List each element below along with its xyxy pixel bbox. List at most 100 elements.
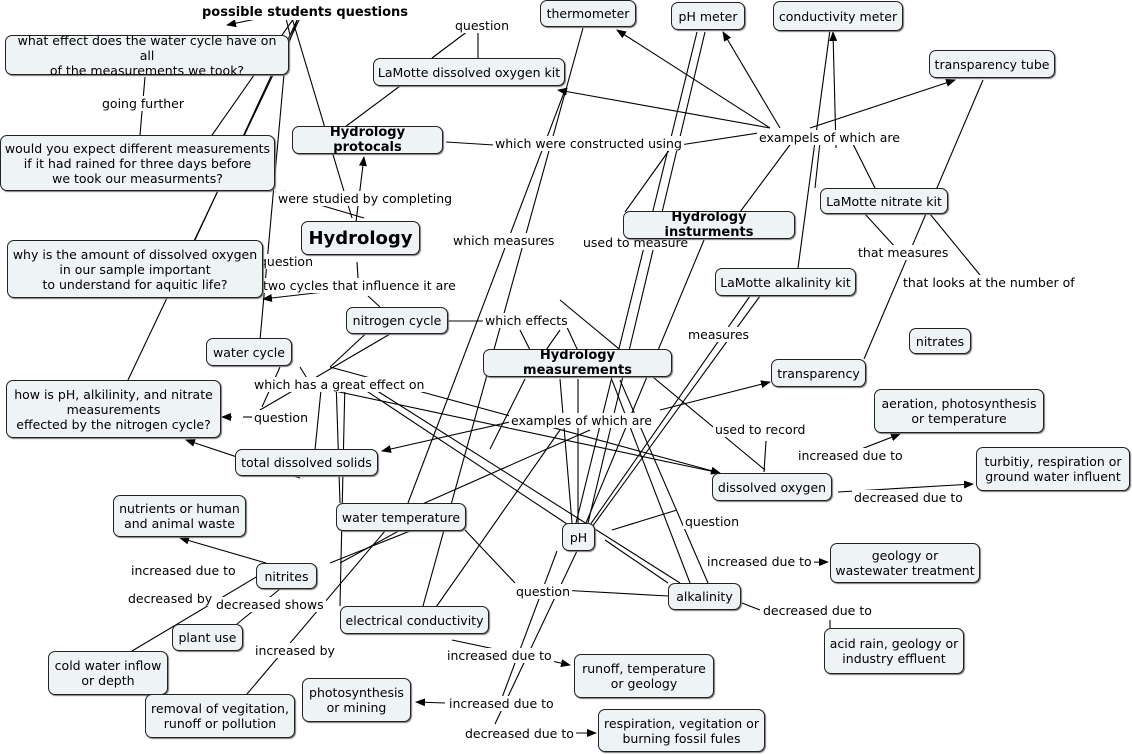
connector-line xyxy=(401,429,591,514)
label-which-were-constructed: which were constructed using xyxy=(493,136,684,151)
label-decreased-shows: decreased shows xyxy=(214,597,326,612)
label-used-to-record: used to record xyxy=(713,422,808,437)
connector-line xyxy=(679,131,766,146)
connector-line xyxy=(344,85,401,128)
label-decreased-due-to-do: decreased due to xyxy=(852,490,965,505)
connector-line xyxy=(809,79,956,129)
label-question-ph: question xyxy=(514,584,573,599)
label-going-further: going further xyxy=(100,96,187,111)
connector-line xyxy=(356,261,359,279)
node-nutrients: nutrients or human and animal waste xyxy=(113,495,246,537)
label-examples-of-which-are-mid: examples of which are xyxy=(509,413,654,428)
label-question-left: question xyxy=(252,410,311,425)
node-water-temperature: water temperature xyxy=(336,503,466,531)
node-photosynthesis-mining: photosynthesis or mining xyxy=(302,678,411,722)
node-thermometer: thermometer xyxy=(540,0,636,27)
connector-line xyxy=(415,698,446,707)
label-increased-due-to-nitrites: increased due to xyxy=(129,563,238,578)
connector-line xyxy=(464,529,516,584)
connector-line xyxy=(179,536,267,564)
connector-line xyxy=(433,429,561,611)
node-possible-students-questions: possible students questions xyxy=(200,5,411,20)
connector-line xyxy=(814,141,821,189)
node-lamotte-do-kit: LaMotte dissolved oxygen kit xyxy=(373,58,565,86)
label-were-studied: were studied by completing xyxy=(276,191,455,206)
label-examples-of-which-are-top: exampels of which are xyxy=(757,130,902,145)
node-total-dissolved-solids: total dissolved solids xyxy=(235,449,378,476)
connector-line xyxy=(559,378,573,524)
connector-line xyxy=(864,213,897,249)
connector-line xyxy=(494,550,578,725)
label-that-measures: that measures xyxy=(856,245,951,260)
connector-line xyxy=(499,550,558,704)
connector-line xyxy=(604,539,669,584)
node-alkalinity: alkalinity xyxy=(668,583,741,610)
connector-line xyxy=(611,509,678,531)
connector-line xyxy=(359,379,681,584)
connector-line xyxy=(445,141,495,146)
label-two-cycles: two cycles that influence it are xyxy=(261,278,458,293)
connector-line xyxy=(763,440,767,473)
node-transparency-tube: transparency tube xyxy=(929,50,1055,78)
connector-line xyxy=(829,31,838,149)
label-which-has-effect: which has a great effect on xyxy=(252,377,427,392)
label-increased-due-to-ec: increased due to xyxy=(445,648,554,663)
label-decreased-by: decreased by xyxy=(126,591,215,606)
node-cold-water: cold water inflow or depth xyxy=(48,651,168,695)
connector-line xyxy=(585,239,705,524)
node-q-oxygen: why is the amount of dissolved oxygen in… xyxy=(7,240,263,298)
node-water-cycle: water cycle xyxy=(206,338,292,366)
connector-line xyxy=(407,89,566,504)
node-plant-use: plant use xyxy=(172,624,243,651)
node-geology-wastewater: geology or wastewater treatment xyxy=(830,543,980,583)
connector-line xyxy=(557,87,771,129)
node-ph-meter: pH meter xyxy=(671,2,745,30)
label-that-looks-at: that looks at the number of xyxy=(901,275,1077,290)
label-increased-by: increased by xyxy=(253,643,337,658)
connector-line xyxy=(797,29,831,269)
node-removal-vegetation: removal of vegitation, runoff or polluti… xyxy=(145,694,295,738)
connector-line xyxy=(431,27,473,59)
connector-line xyxy=(381,421,511,453)
connector-line xyxy=(851,141,877,191)
node-hydrology-protocols: Hydrology protocals xyxy=(292,125,443,155)
node-nitrites: nitrites xyxy=(256,563,317,589)
connector-line xyxy=(929,213,981,276)
label-question-mid: question xyxy=(257,254,316,269)
connector-line xyxy=(545,329,561,351)
node-dissolved-oxygen: dissolved oxygen xyxy=(712,473,832,501)
label-question-top: question xyxy=(453,18,512,33)
label-which-effects: which effects xyxy=(483,313,570,328)
node-transparency: transparency xyxy=(771,359,866,387)
connector-line xyxy=(246,530,386,695)
connector-line xyxy=(367,295,381,308)
node-hydrology-measurements: Hydrology measurements xyxy=(483,348,672,378)
connector-line xyxy=(127,17,301,381)
node-runoff-temperature: runoff, temperature or geology xyxy=(574,654,714,698)
node-nitrogen-cycle: nitrogen cycle xyxy=(346,307,448,334)
connector-line xyxy=(863,79,984,360)
connector-line xyxy=(587,31,706,524)
connector-line xyxy=(489,378,526,450)
label-decreased-due-to-alk: decreased due to xyxy=(761,603,874,618)
node-conductivity-meter: conductivity meter xyxy=(773,1,903,31)
node-hydrology: Hydrology xyxy=(301,221,420,255)
node-hydrology-instruments: Hydrology insturments xyxy=(623,210,795,240)
connector-line xyxy=(659,380,771,411)
label-measures: measures xyxy=(686,327,752,342)
connector-line xyxy=(291,17,353,219)
label-increased-due-to-alk: increased due to xyxy=(705,554,814,569)
node-turbidity: turbitiy, respiration or ground water in… xyxy=(976,447,1130,491)
connector-line xyxy=(575,31,698,524)
label-which-measures: which measures xyxy=(451,233,557,248)
label-increased-due-to-do: increased due to xyxy=(796,448,905,463)
node-electrical-conductivity: electrical conductivity xyxy=(340,606,489,634)
connector-line xyxy=(741,602,761,611)
node-acid-rain: acid rain, geology or industry effluent xyxy=(824,628,964,674)
node-respiration-vegetation: respiration, vegitation or burning fossi… xyxy=(598,709,765,752)
node-q-water-cycle: what effect does the water cycle have on… xyxy=(5,33,289,78)
node-q-nitrogen: how is pH, alkilinity, and nitrate measu… xyxy=(6,380,221,438)
connector-line xyxy=(519,329,531,351)
connector-line xyxy=(335,379,341,504)
connector-line xyxy=(739,137,796,213)
